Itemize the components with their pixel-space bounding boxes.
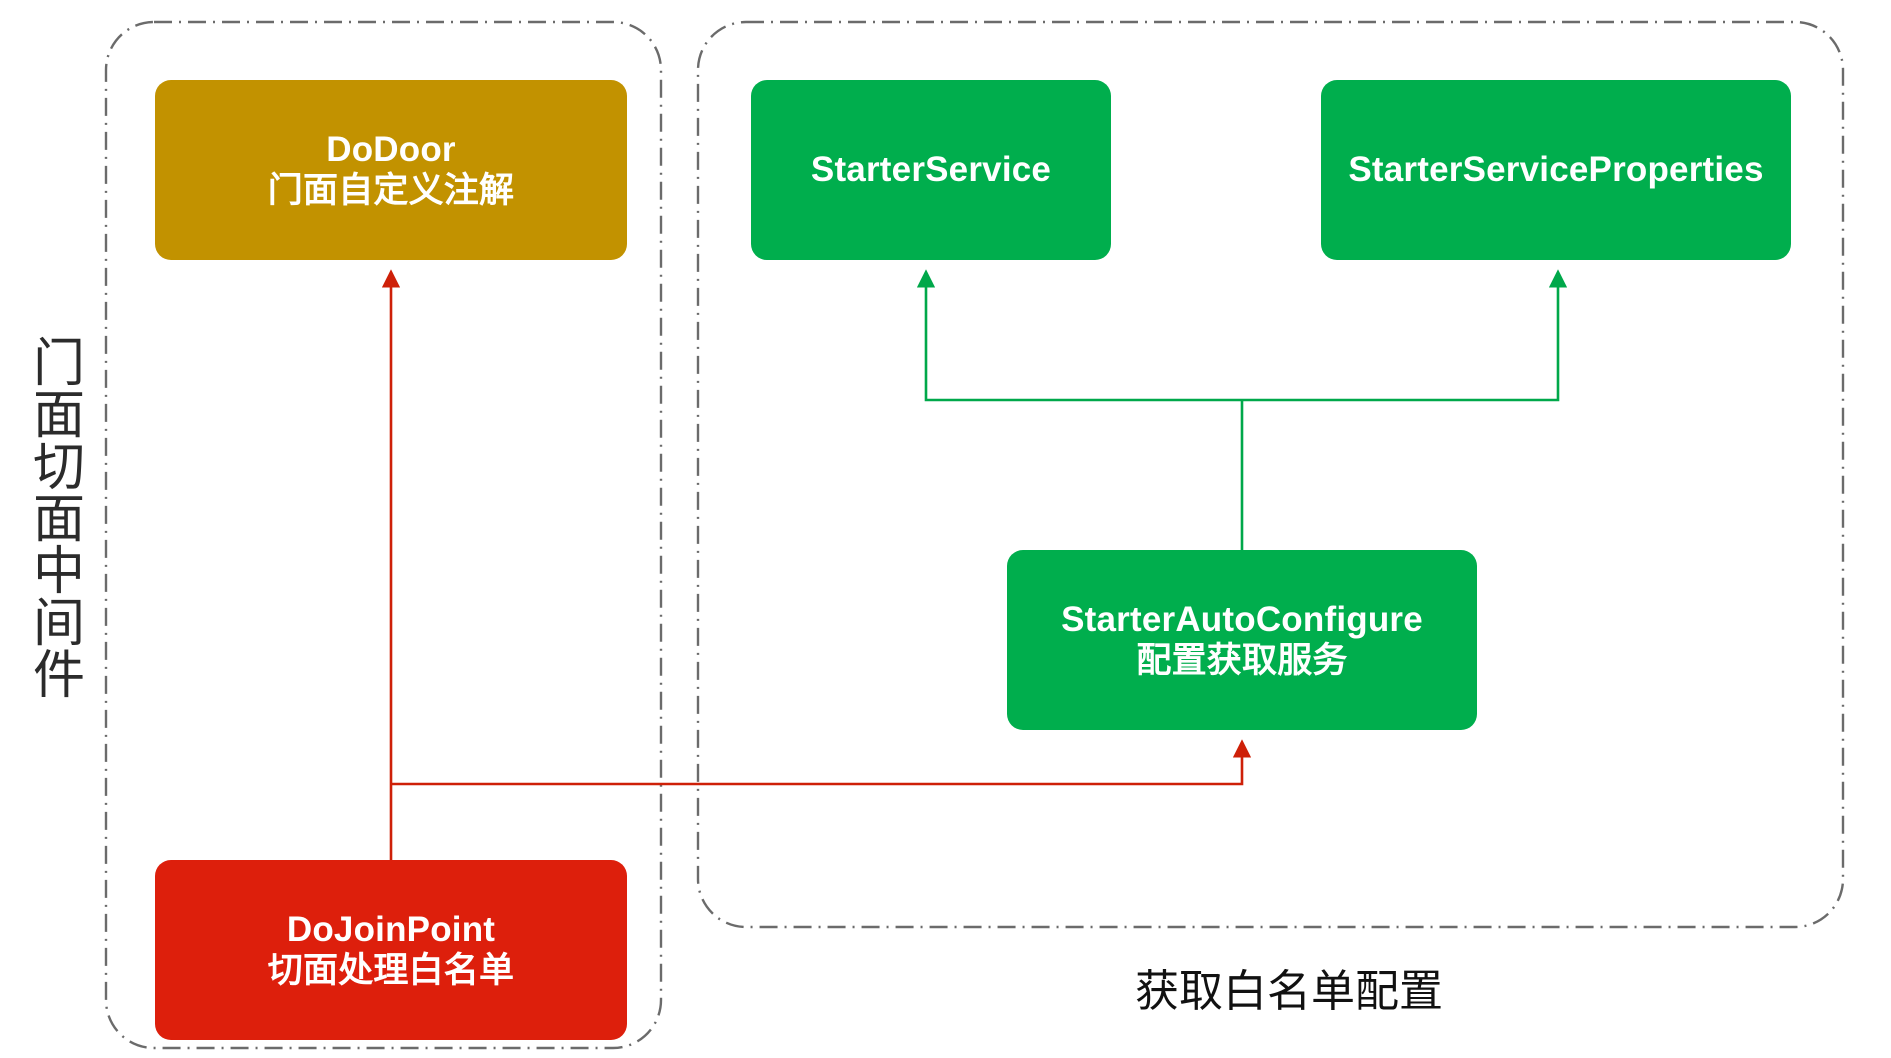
node-dojoinpoint-line2: 切面处理白名单 bbox=[267, 951, 515, 990]
node-starter-service[interactable]: StarterService bbox=[751, 80, 1111, 260]
facade-aspect-middleware-label: 门面切面中间件 bbox=[32, 335, 85, 705]
connector-dojoinpoint-to-starter-auto-configure bbox=[391, 739, 1252, 786]
node-dodoor-line2: 门面自定义注解 bbox=[267, 171, 515, 210]
node-dodoor-line1: DoDoor bbox=[326, 129, 456, 169]
node-starter-auto-configure-line1: StarterAutoConfigure bbox=[1061, 599, 1423, 639]
node-dojoinpoint-line1: DoJoinPoint bbox=[286, 909, 496, 949]
node-starter-service-properties[interactable]: StarterServiceProperties bbox=[1321, 80, 1791, 260]
node-dojoinpoint[interactable]: DoJoinPoint 切面处理白名单 bbox=[155, 860, 627, 1040]
node-starter-service-line1: StarterService bbox=[810, 150, 1052, 190]
node-starter-auto-configure[interactable]: StarterAutoConfigure 配置获取服务 bbox=[1007, 550, 1477, 730]
connector-to-starter-service bbox=[916, 269, 1242, 402]
connector-to-starter-service-properties bbox=[1242, 269, 1568, 402]
node-starter-service-properties-line1: StarterServiceProperties bbox=[1348, 150, 1764, 190]
node-dodoor[interactable]: DoDoor 门面自定义注解 bbox=[155, 80, 627, 260]
node-starter-auto-configure-line2: 配置获取服务 bbox=[1136, 641, 1348, 680]
whitelist-config-caption: 获取白名单配置 bbox=[1135, 967, 1443, 1016]
